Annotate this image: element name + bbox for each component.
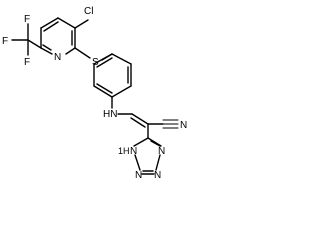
atom-sulfur: S	[92, 57, 99, 68]
atom-tetrazole-n4: N	[158, 146, 165, 157]
atom-tetrazole-n2: N	[135, 170, 142, 180]
atom-amine: HN	[103, 109, 117, 120]
atom-nitrile-nitrogen: N	[180, 120, 187, 131]
bond-to-sulfur	[74, 47, 91, 59]
bond-double	[42, 44, 52, 51]
bond	[27, 39, 42, 49]
atom-tetrazole-n3: N	[154, 170, 161, 180]
atom-fluorine-left: F	[2, 36, 8, 47]
bond	[65, 47, 76, 55]
bond	[134, 154, 141, 171]
bond	[155, 154, 161, 171]
bond-to-chlorine	[74, 19, 89, 29]
atom-labels: Cl F F F N S HN N 1H N N N N	[2, 6, 187, 180]
atom-fluorine-bottom: F	[24, 57, 30, 68]
bond-vinyl-double	[131, 113, 149, 125]
chemical-structure-diagram: Cl F F F N S HN N 1H N N N N	[2, 6, 187, 180]
bond	[93, 53, 113, 65]
bond-double	[43, 21, 59, 32]
bond-vinyl-double-inner	[130, 117, 146, 128]
bond	[40, 17, 59, 29]
tetrazole-hydrogen-label: 1H	[118, 146, 130, 156]
bond-double	[150, 140, 161, 147]
bond	[133, 137, 149, 147]
bond	[93, 85, 113, 98]
atom-fluorine-top: F	[24, 14, 30, 25]
bond-double	[96, 57, 113, 68]
bond	[111, 85, 132, 98]
atom-chlorine: Cl	[84, 6, 93, 17]
bond-double	[96, 83, 113, 94]
pyridine-ring	[40, 17, 76, 55]
bond	[40, 47, 53, 55]
atom-tetrazole-n1: N	[130, 146, 137, 157]
bond	[111, 53, 132, 65]
bond	[57, 17, 76, 29]
benzene-ring	[93, 53, 132, 98]
trifluoromethyl-group	[11, 23, 42, 56]
tetrazole-ring	[133, 137, 162, 175]
atom-pyridine-nitrogen: N	[54, 52, 61, 63]
